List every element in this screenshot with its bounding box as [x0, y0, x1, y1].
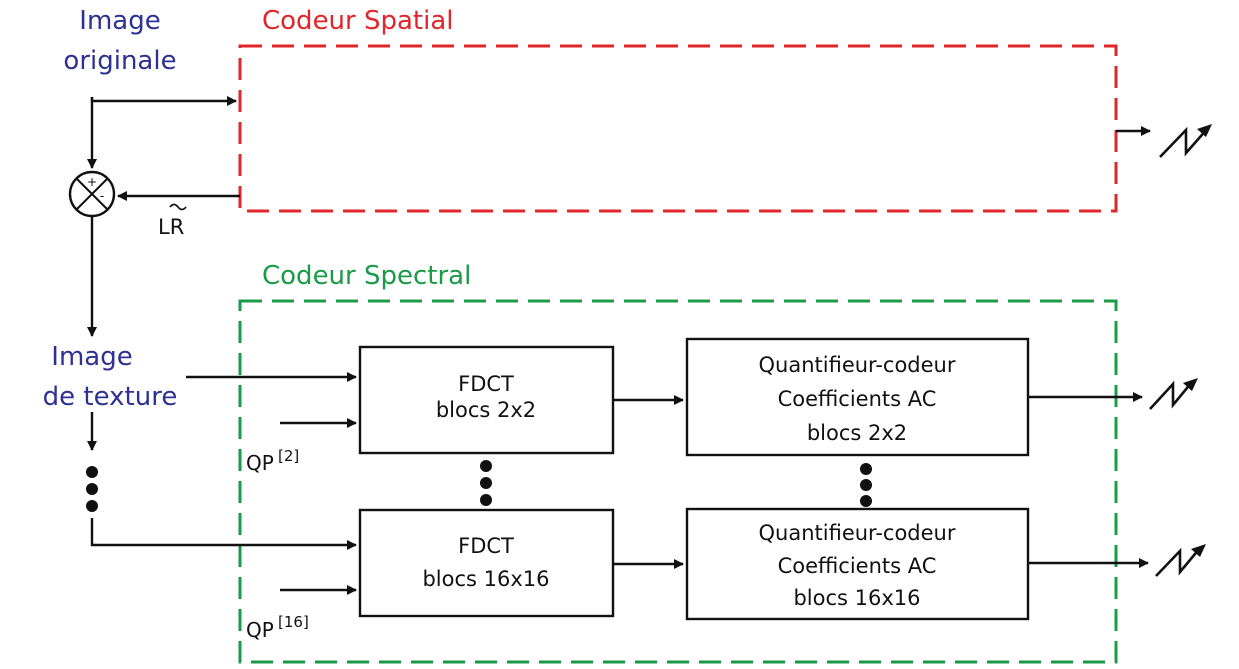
subtractor-plus-sign: + — [87, 175, 97, 189]
input-to-spatial-arrow — [90, 96, 237, 106]
subtractor-node: + - — [68, 170, 116, 218]
quantizer-16x16-line2: Coefficients AC — [778, 554, 937, 578]
fdct-2x2-title: FDCT — [458, 372, 514, 396]
input-image-label-line1: Image — [79, 6, 160, 36]
fdct-16x16-block — [358, 508, 615, 618]
ellipsis-dot — [480, 477, 492, 489]
quantizer-16x16-block — [685, 507, 1030, 621]
ellipsis-dot — [86, 466, 98, 478]
feedback-label: LR — [158, 215, 184, 239]
quantizer-2x2-line1: Quantifieur-codeur — [759, 353, 956, 377]
spectral-coder-frame — [238, 299, 1118, 664]
subtractor-minus-sign: - — [100, 189, 104, 203]
qp16-label-base: QP — [246, 618, 274, 642]
quantizer-16x16-line3: blocs 16x16 — [793, 586, 920, 610]
input-image-label-line2: originale — [63, 46, 176, 76]
ellipsis-dot — [860, 479, 872, 491]
qp2-label-sup: [2] — [278, 447, 299, 465]
bitstream-icon — [1155, 544, 1206, 577]
ellipsis-dot — [86, 500, 98, 512]
ellipsis-dot — [86, 483, 98, 495]
texture-to-fdct-16x16-arrow — [90, 518, 357, 550]
bitstream-icon — [1159, 124, 1212, 158]
quantizer-2x2-line3: blocs 2x2 — [807, 421, 907, 445]
texture-image-label-line2: de texture — [43, 382, 178, 412]
ellipsis-dot — [480, 460, 492, 472]
ellipsis-dot — [860, 463, 872, 475]
quantizer-2x2-line2: Coefficients AC — [778, 387, 937, 411]
fdct-16x16-subtitle: blocs 16x16 — [422, 567, 549, 591]
qp2-label-base: QP — [246, 451, 274, 475]
ellipsis-dot — [860, 495, 872, 507]
spatial-coder-title: Codeur Spatial — [262, 6, 454, 36]
quantizer-16x16-line1: Quantifieur-codeur — [759, 521, 956, 545]
ellipsis-dot — [480, 494, 492, 506]
texture-image-label-line1: Image — [51, 342, 132, 372]
qp16-label-sup: [16] — [278, 613, 309, 631]
fdct-2x2-subtitle: blocs 2x2 — [436, 398, 536, 422]
spectral-coder-title: Codeur Spectral — [262, 261, 471, 291]
bitstream-icon — [1149, 378, 1198, 410]
fdct-16x16-title: FDCT — [458, 534, 514, 558]
spatial-coder-frame — [238, 44, 1118, 213]
tilde-mark — [169, 203, 187, 211]
